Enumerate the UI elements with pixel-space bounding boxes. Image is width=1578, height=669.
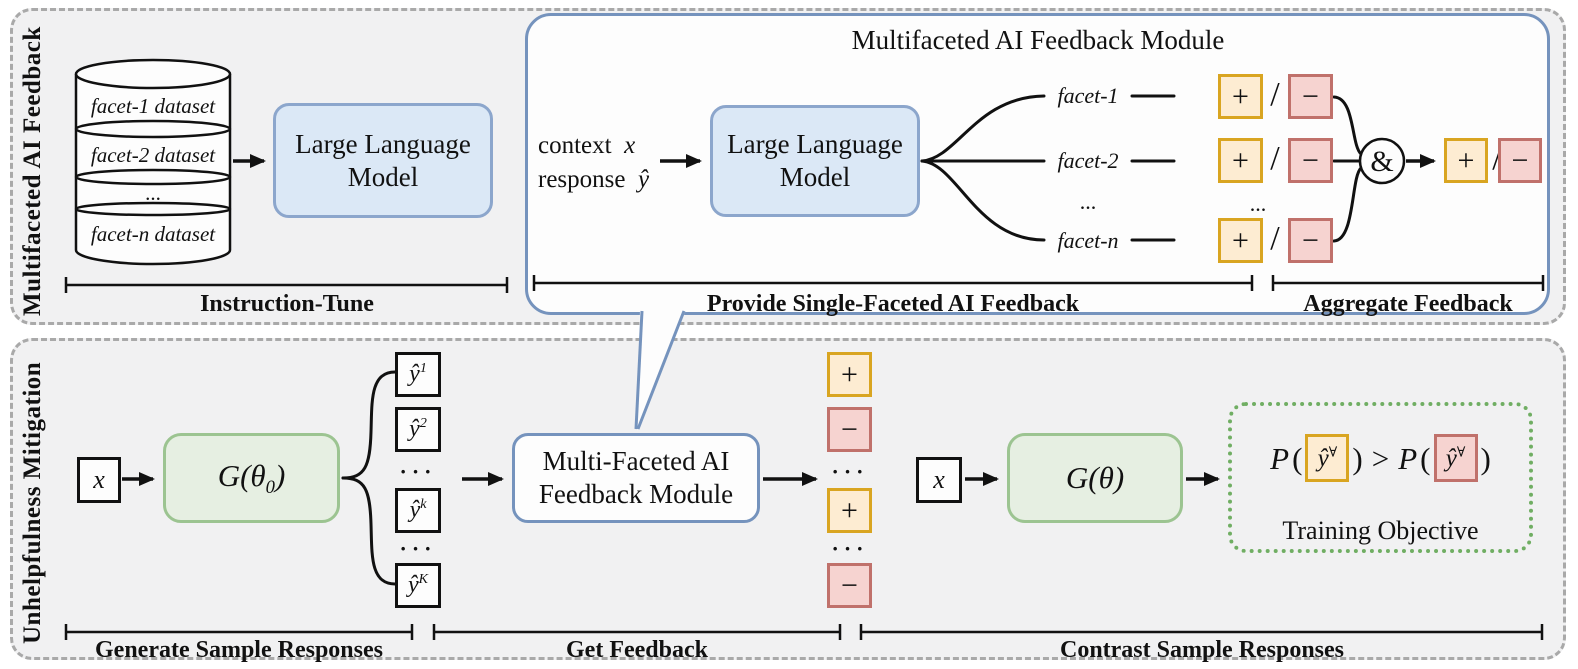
response-base: ŷ bbox=[409, 360, 420, 387]
facet1-negative-chip: − bbox=[1288, 74, 1333, 119]
chip-column-ellipsis: ... bbox=[1249, 191, 1267, 216]
facetn-slash: / bbox=[1270, 220, 1280, 257]
response-sup: K bbox=[418, 571, 428, 587]
bracket-label-contrast-responses: Contrast Sample Responses bbox=[1059, 637, 1344, 663]
db-segment-facet2: facet-2 dataset bbox=[90, 143, 216, 167]
context-input-line: context x bbox=[538, 133, 635, 158]
llm-box-line2: Model bbox=[347, 161, 419, 192]
callout-title: Multifaceted AI Feedback Module bbox=[851, 25, 1225, 55]
llm-box-feedback: Large Language Model bbox=[710, 105, 920, 217]
chip-label: ŷ∀ bbox=[1318, 446, 1338, 471]
generator-tuned-main: G(θ bbox=[1065, 460, 1114, 496]
aggregate-ampersand: & bbox=[1370, 145, 1394, 178]
chip-label: ŷ∀ bbox=[1446, 446, 1466, 471]
chip-sup: ∀ bbox=[1456, 445, 1466, 461]
preferred-response-chip: ŷ∀ bbox=[1305, 434, 1350, 482]
prob-p: P bbox=[1398, 440, 1418, 476]
db-segment-facet1: facet-1 dataset bbox=[90, 94, 216, 118]
multifaceted-feedback-module-box: Multi-Faceted AI Feedback Module bbox=[512, 433, 760, 523]
facet2-slash: / bbox=[1270, 140, 1280, 177]
facet-2-label: facet-2 bbox=[1057, 148, 1119, 173]
response-box-K: ŷK bbox=[395, 563, 441, 608]
context-label: context bbox=[538, 132, 612, 159]
bracket-label-aggregate-feedback: Aggregate Feedback bbox=[1303, 291, 1513, 317]
response-label: ŷ1 bbox=[409, 360, 427, 389]
module-box-line2: Feedback Module bbox=[538, 479, 734, 509]
feedback-negative-chip-2: − bbox=[827, 563, 872, 608]
generator-initial-main: G(θ bbox=[217, 457, 266, 493]
facetn-positive-chip: + bbox=[1218, 218, 1263, 263]
feedback-positive-chip-2: + bbox=[827, 488, 872, 533]
bottom-panel-side-title: Unhelpfulness Mitigation bbox=[19, 361, 46, 645]
context-var: x bbox=[624, 132, 636, 159]
response-box-k: ŷk bbox=[395, 488, 441, 533]
response-stack-ellipsis: ··· bbox=[399, 536, 437, 561]
generator-initial-close: ) bbox=[274, 457, 286, 493]
generator-initial-box: G(θ0) bbox=[163, 433, 340, 523]
db-segment-ellipsis: ... bbox=[145, 181, 161, 205]
greater-than: > bbox=[1371, 440, 1390, 476]
response-box-1: ŷ1 bbox=[395, 352, 441, 397]
response-base: ŷ bbox=[408, 571, 419, 598]
feedback-column-ellipsis: ··· bbox=[831, 459, 869, 484]
generator-tuned-label: G(θ) bbox=[1066, 459, 1124, 497]
module-box-line1: Multi-Faceted AI bbox=[542, 446, 730, 477]
aggregated-slash: / bbox=[1492, 140, 1502, 177]
response-label: response bbox=[538, 166, 626, 193]
response-stack-ellipsis: ··· bbox=[399, 459, 437, 484]
bracket-label-instruction-tune: Instruction-Tune bbox=[200, 291, 374, 317]
chip-sup: ∀ bbox=[1328, 445, 1338, 461]
rejected-response-chip: ŷ∀ bbox=[1433, 434, 1478, 482]
aggregated-positive-chip: + bbox=[1444, 138, 1488, 183]
response-label: ŷK bbox=[408, 571, 428, 600]
facet1-slash: / bbox=[1270, 76, 1280, 113]
response-input-line: response ŷ bbox=[538, 167, 649, 192]
llm-box-line1: Large Language bbox=[727, 129, 903, 160]
generator-tuned-close: ) bbox=[1113, 460, 1125, 496]
db-segment-facetn: facet-n dataset bbox=[90, 222, 216, 246]
response-label: ŷ2 bbox=[409, 415, 427, 444]
response-sup: 1 bbox=[419, 360, 427, 376]
training-objective-label: Training Objective bbox=[1282, 516, 1479, 545]
response-var: ŷ bbox=[637, 166, 650, 193]
response-sup: 2 bbox=[419, 415, 427, 431]
bracket-label-get-feedback: Get Feedback bbox=[566, 637, 708, 663]
chip-base: ŷ bbox=[1317, 444, 1329, 472]
facet-n-label: facet-n bbox=[1057, 228, 1119, 253]
paren-open: ( bbox=[1292, 440, 1303, 476]
facet2-positive-chip: + bbox=[1218, 138, 1263, 183]
top-panel-side-title: Multifaceted AI Feedback bbox=[19, 26, 46, 316]
response-base: ŷ bbox=[409, 496, 421, 523]
facetn-negative-chip: − bbox=[1288, 218, 1333, 263]
generator-initial-sub: 0 bbox=[265, 476, 275, 498]
context-x-box-2: x bbox=[916, 457, 962, 503]
response-sup: k bbox=[420, 496, 427, 512]
bracket-label-generate-responses: Generate Sample Responses bbox=[95, 637, 383, 663]
context-x-box-1: x bbox=[77, 457, 121, 503]
generator-initial-label: G(θ0) bbox=[218, 457, 286, 500]
paren-close: ) bbox=[1480, 440, 1491, 476]
generator-tuned-box: G(θ) bbox=[1007, 433, 1183, 523]
response-box-2: ŷ2 bbox=[395, 407, 441, 452]
facet2-negative-chip: − bbox=[1288, 138, 1333, 183]
bracket-label-provide-feedback: Provide Single-Faceted AI Feedback bbox=[706, 291, 1080, 317]
llm-box-instruction-tune: Large Language Model bbox=[273, 103, 493, 218]
feedback-negative-chip-1: − bbox=[827, 407, 872, 452]
objective-formula: P( ŷ∀ ) > P( ŷ∀ ) bbox=[1232, 434, 1529, 482]
response-label: ŷk bbox=[410, 496, 427, 525]
aggregated-negative-chip: − bbox=[1498, 138, 1542, 183]
training-objective-box: P( ŷ∀ ) > P( ŷ∀ ) Training Objective bbox=[1228, 402, 1533, 553]
llm-box-line2: Model bbox=[779, 162, 851, 192]
prob-p: P bbox=[1270, 440, 1290, 476]
paren-close: ) bbox=[1352, 440, 1363, 476]
facet-ellipsis: ... bbox=[1079, 189, 1097, 214]
feedback-positive-chip-1: + bbox=[827, 352, 872, 397]
llm-box-line1: Large Language bbox=[295, 128, 471, 159]
paren-open: ( bbox=[1420, 440, 1431, 476]
chip-base: ŷ bbox=[1445, 444, 1457, 472]
feedback-column-ellipsis: ··· bbox=[831, 536, 869, 561]
facet-1-label: facet-1 bbox=[1057, 83, 1119, 108]
facet1-positive-chip: + bbox=[1218, 74, 1263, 119]
response-base: ŷ bbox=[409, 415, 420, 442]
